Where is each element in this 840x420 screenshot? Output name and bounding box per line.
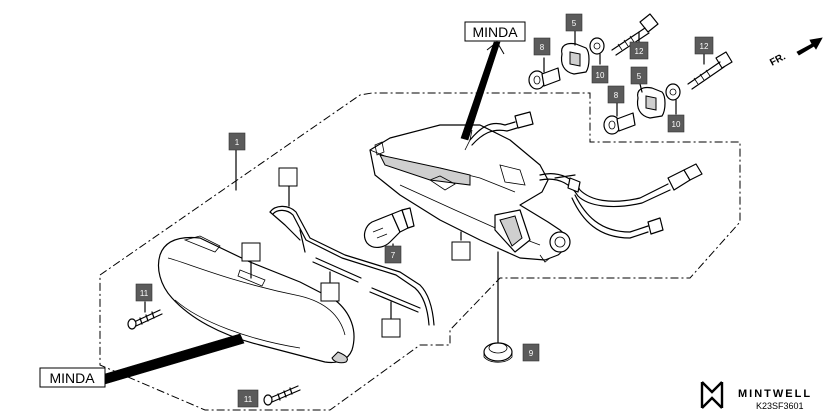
logo-mark-icon: [700, 381, 724, 409]
svg-text:MINTWELL: MINTWELL: [738, 388, 812, 400]
svg-text:10: 10: [596, 71, 605, 80]
washer-lower: [665, 83, 681, 101]
svg-text:8: 8: [540, 43, 545, 52]
svg-text:12: 12: [635, 47, 644, 56]
ref-box-lens: [241, 242, 261, 262]
callout-10a: 10: [591, 65, 609, 84]
callout-8b: 8: [607, 85, 625, 104]
callout-7: 7: [384, 245, 402, 264]
seal-strip: [269, 205, 435, 326]
bolt-lower: [687, 51, 733, 90]
callout-11b: 11: [237, 389, 259, 408]
ref-box-strip-a: [320, 282, 340, 302]
svg-text:FR.: FR.: [768, 51, 788, 68]
callout-5a: 5: [565, 13, 583, 32]
callout-10b: 10: [667, 114, 685, 133]
damper-lower: [636, 86, 666, 119]
diagram-code: K23SF3601: [756, 401, 804, 411]
tail-lens: [157, 235, 355, 364]
ref-box-strip-b: [381, 318, 401, 338]
callout-1: 1: [228, 132, 246, 151]
brand-label-top: MINDA: [460, 21, 526, 141]
lamp-housing: [369, 124, 571, 263]
svg-text:8: 8: [614, 91, 619, 100]
leader-5b: [639, 83, 643, 93]
front-direction-indicator: FR.: [768, 37, 823, 69]
reflector-strips: [312, 257, 421, 313]
grommet: [483, 342, 513, 363]
svg-text:5: 5: [637, 72, 642, 81]
arrow-right-icon: [796, 37, 823, 56]
ref-box-seal: [278, 167, 298, 187]
bulb: [363, 207, 415, 248]
brand-label-bottom: MINDA: [39, 333, 245, 388]
svg-text:7: 7: [391, 251, 396, 260]
callout-5b: 5: [630, 66, 648, 85]
bolt-upper: [611, 13, 659, 56]
damper-upper: [560, 42, 590, 75]
wire-harness: [469, 111, 703, 239]
callout-9: 9: [522, 343, 540, 362]
svg-text:9: 9: [529, 349, 534, 358]
svg-text:11: 11: [140, 289, 149, 298]
svg-text:12: 12: [700, 42, 709, 51]
svg-text:10: 10: [672, 120, 681, 129]
washer-upper: [589, 37, 605, 55]
collar-lower: [603, 112, 636, 135]
callout-12a: 12: [629, 41, 649, 60]
screw-upper: [127, 309, 163, 330]
svg-text:5: 5: [572, 19, 577, 28]
screw-lower: [263, 385, 301, 406]
mintwell-logo: MINTWELL: [700, 381, 812, 409]
svg-text:MINDA: MINDA: [49, 370, 95, 386]
svg-text:MINDA: MINDA: [472, 24, 518, 40]
callout-11a: 11: [135, 283, 153, 302]
svg-text:1: 1: [235, 138, 240, 147]
ref-box-housing: [451, 241, 471, 261]
callout-8a: 8: [533, 37, 551, 56]
collar-upper: [528, 67, 561, 90]
callout-12b: 12: [694, 36, 714, 55]
svg-text:11: 11: [244, 395, 253, 404]
